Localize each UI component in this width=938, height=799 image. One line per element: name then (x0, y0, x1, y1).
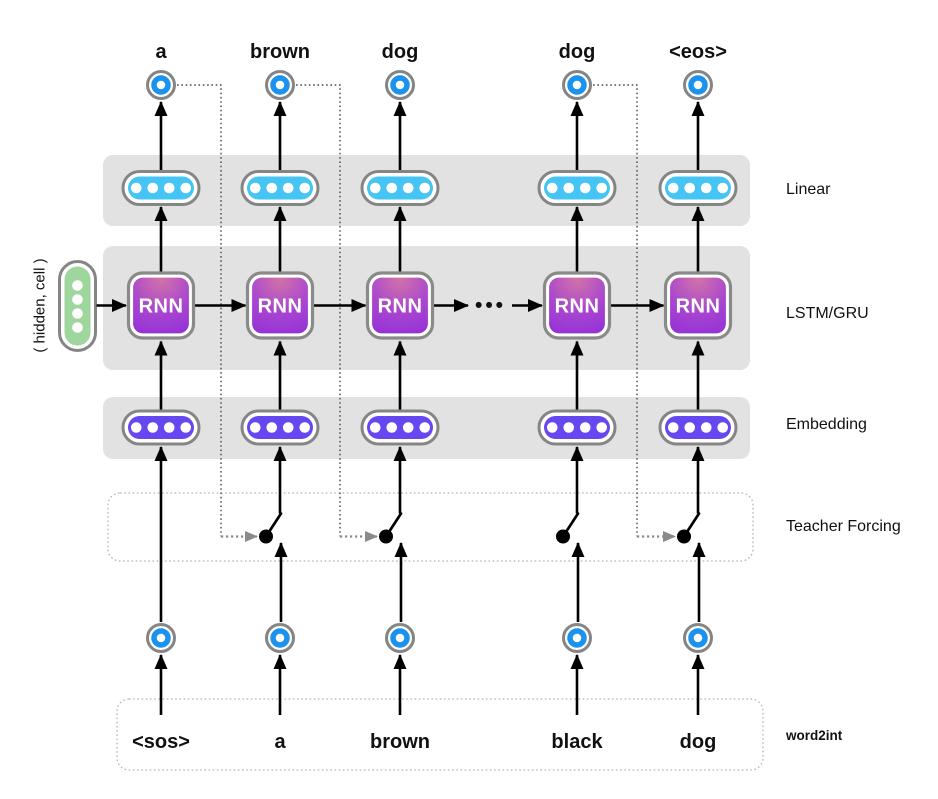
label-linear: Linear (786, 181, 831, 198)
output-word: brown (250, 41, 310, 63)
input-word: <sos> (132, 731, 190, 753)
output-word: dog (382, 41, 419, 63)
teacher-forcing-switch (675, 512, 701, 545)
rnn-box-label: RNN (258, 296, 303, 318)
word2int-box (116, 698, 764, 771)
prediction-node (387, 72, 414, 99)
label-lstm-gru: LSTM/GRU (786, 305, 869, 322)
input-node (685, 625, 712, 652)
ellipsis-dots: ••• (475, 294, 506, 317)
prediction-node (564, 72, 591, 99)
rnn-box-label: RNN (555, 296, 600, 318)
label-teacher-forcing: Teacher Forcing (786, 518, 901, 535)
rnn-box-label: RNN (139, 296, 184, 318)
feedback-lines (177, 84, 676, 542)
teacher-forcing-box (107, 492, 754, 562)
decoder-column-5: <eos> RNN dog (658, 41, 738, 753)
input-word: a (274, 731, 286, 753)
prediction-node (267, 72, 294, 99)
input-word: brown (370, 731, 430, 753)
feedback-line (593, 84, 638, 537)
rnn-box-label: RNN (676, 296, 721, 318)
input-word: black (551, 731, 603, 753)
layer-labels: Linear LSTM/GRU Embedding Teacher Forcin… (785, 181, 901, 743)
decoder-column-3: dog RNN brown (360, 41, 440, 753)
linear-pill (360, 170, 440, 206)
embedding-pill (658, 409, 738, 446)
feedback-line (296, 84, 341, 537)
output-word: a (155, 41, 167, 63)
teacher-forcing-switch (257, 512, 283, 545)
teacher-forcing-switch (377, 512, 403, 545)
embedding-pill (537, 409, 617, 446)
input-node (564, 625, 591, 652)
prediction-node (148, 72, 175, 99)
label-word2int: word2int (785, 728, 843, 743)
embedding-pill (240, 409, 320, 446)
output-word: dog (559, 41, 596, 63)
hidden-state: ( hidden, cell ) (32, 258, 127, 353)
linear-pill (240, 170, 320, 206)
rnn-chain: ••• (194, 294, 665, 317)
input-node (267, 625, 294, 652)
embedding-pill (121, 409, 201, 446)
linear-pill (537, 170, 617, 206)
decoder-column-4: dog RNN black (537, 41, 617, 753)
teacher-forcing-switch (554, 512, 580, 545)
linear-pill (121, 170, 201, 206)
linear-pill (658, 170, 738, 206)
rnn-box-label: RNN (378, 296, 423, 318)
embedding-pill (360, 409, 440, 446)
output-word: <eos> (669, 41, 727, 63)
decoder-column-1: a RNN <sos> (121, 41, 201, 753)
decoder-column-2: brown RNN a (240, 41, 320, 753)
input-word: dog (680, 731, 717, 753)
feedback-line (177, 84, 222, 537)
prediction-node (685, 72, 712, 99)
input-node (148, 625, 175, 652)
label-embedding: Embedding (786, 416, 867, 433)
hidden-state-label: ( hidden, cell ) (32, 258, 49, 352)
input-node (387, 625, 414, 652)
